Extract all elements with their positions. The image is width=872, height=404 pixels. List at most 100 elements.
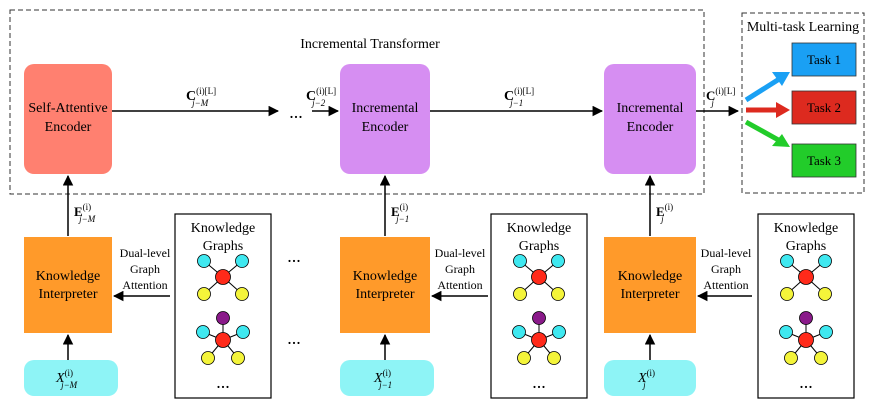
svg-text:X(i)j−1: X(i)j−1 [373,368,392,390]
graph-node [236,325,250,339]
svg-text:Task 1: Task 1 [807,52,841,67]
context-label-j: C(i)[L]j [706,86,735,108]
svg-text:Knowledge: Knowledge [618,269,683,284]
knowledge-graph-star [197,254,249,301]
graph-node [784,351,798,365]
knowledge-graph-star [780,254,832,301]
graph-node [814,351,828,365]
encoder-self-attentive: Self-Attentive Encoder [24,64,112,174]
svg-text:Graph: Graph [445,262,475,276]
graph-center-node [798,332,814,348]
input-x-j-1: X(i)j−1 [340,360,434,396]
graph-top-node [799,311,813,325]
input-x-j: X(i)j [604,360,696,396]
graph-center-node [798,269,814,285]
graph-box-title-line2: Graphs [519,239,559,254]
knowledge-graph-tree [196,311,250,365]
svg-text:Dual-level: Dual-level [120,246,171,260]
svg-text:Interpreter: Interpreter [355,287,414,302]
graph-node [513,287,527,301]
knowledge-graph-box-2: KnowledgeGraphs... [490,213,588,399]
graph-center-node [531,332,547,348]
svg-text:Task 2: Task 2 [807,100,841,115]
svg-text:Attention: Attention [703,278,748,292]
graph-node [547,351,561,365]
graph-node [552,325,566,339]
task-1: Task 1 [791,42,857,77]
embedding-label-j: E(i)j [656,202,673,224]
knowledge-interpreter-3: Knowledge Interpreter [604,237,696,333]
graph-box-ellipsis: ... [532,372,546,392]
graph-box-title-line2: Graphs [203,239,243,254]
knowledge-interpreter-1: Knowledge Interpreter [24,237,112,333]
svg-text:Graph: Graph [130,262,160,276]
graph-node [517,351,531,365]
encoder-incremental-2: Incremental Encoder [604,64,696,174]
graph-top-node [216,311,230,325]
svg-text:Incremental: Incremental [352,101,419,116]
graph-node [513,254,527,268]
input-x-j-M: X(i)j−M [24,360,118,396]
knowledge-graph-box-3: KnowledgeGraphs... [757,213,855,399]
svg-text:Dual-level: Dual-level [701,246,752,260]
attention-label-2: Dual-level Graph Attention [435,246,486,292]
attention-label-1: Dual-level Graph Attention [120,246,171,292]
attention-label-3: Dual-level Graph Attention [701,246,752,292]
knowledge-graph-tree [779,311,833,365]
encoder-incremental-1: Incremental Encoder [340,64,430,174]
graph-node [551,287,565,301]
multitask-title: Multi-task Learning [747,20,859,35]
graph-node [780,254,794,268]
graph-node [819,325,833,339]
svg-text:Knowledge: Knowledge [36,269,101,284]
graph-node [197,287,211,301]
context-label-j-2: C(i)[L]j−2 [306,86,336,108]
incremental-transformer-region [9,9,705,195]
graph-node [780,287,794,301]
svg-text:Dual-level: Dual-level [435,246,486,260]
graph-box-title-line1: Knowledge [191,221,256,236]
svg-text:Graph: Graph [711,262,741,276]
graph-box-ellipsis: ... [799,372,813,392]
task-arrows [744,72,790,147]
task-3: Task 3 [791,143,857,178]
graph-center-node [215,269,231,285]
knowledge-graph-box-1: KnowledgeGraphs... [174,213,272,399]
svg-text:Incremental: Incremental [617,101,684,116]
task-2: Task 2 [791,90,857,125]
graph-node [197,254,211,268]
context-label-j-M: C(i)[L]j−M [186,86,216,108]
graph-node [551,254,565,268]
knowledge-interpreter-2: Knowledge Interpreter [340,237,430,333]
svg-text:Interpreter: Interpreter [620,287,679,302]
svg-text:X(i)j: X(i)j [637,368,655,390]
graph-node [235,254,249,268]
svg-text:X(i)j−M: X(i)j−M [55,368,78,390]
svg-text:Attention: Attention [122,278,167,292]
graph-node [201,351,215,365]
graph-node [818,287,832,301]
svg-text:Interpreter: Interpreter [38,287,97,302]
graph-node [779,325,793,339]
graph-box-title-line2: Graphs [786,239,826,254]
graph-node [512,325,526,339]
column-ellipsis-top: ... [287,246,301,266]
svg-text:Knowledge: Knowledge [353,269,418,284]
svg-text:Encoder: Encoder [362,120,409,135]
column-ellipsis-bottom: ... [287,328,301,348]
embedding-label-j-M: E(i)j−M [74,202,96,224]
graph-box-title-line1: Knowledge [774,221,839,236]
context-label-j-1: C(i)[L]j−1 [504,86,534,108]
embedding-label-j-1: E(i)j−1 [391,202,409,224]
multitask-region [741,12,865,194]
svg-text:Task 3: Task 3 [807,153,841,168]
svg-text:Attention: Attention [437,278,482,292]
graph-node [196,325,210,339]
graph-center-node [215,332,231,348]
graph-node [235,287,249,301]
graph-box-title-line1: Knowledge [507,221,572,236]
knowledge-graph-star [513,254,565,301]
knowledge-graph-tree [512,311,566,365]
incremental-transformer-title: Incremental Transformer [300,37,440,52]
